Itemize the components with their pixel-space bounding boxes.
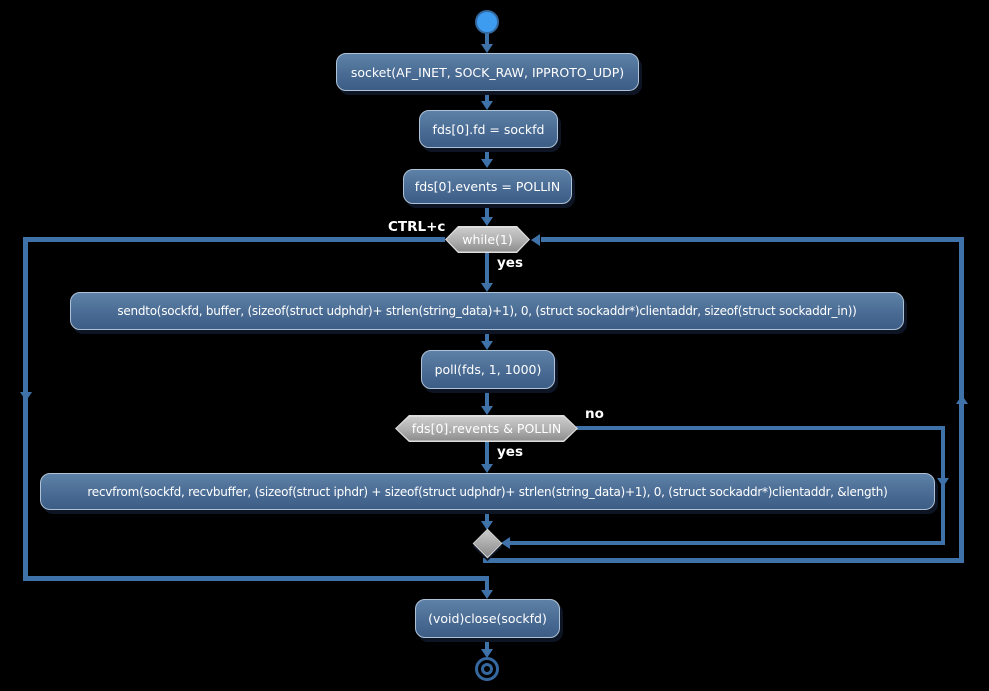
activity-close: (void)close(sockfd) bbox=[415, 599, 560, 638]
edge-no-top bbox=[576, 426, 945, 430]
activity-fd-assign: fds[0].fd = sockfd bbox=[419, 110, 558, 148]
arrowhead-into-revents bbox=[481, 406, 493, 415]
edge-loopback-bottom bbox=[483, 558, 964, 563]
edge-loopback-top bbox=[541, 237, 964, 242]
edge-close-end bbox=[485, 636, 489, 649]
start-node bbox=[475, 10, 499, 34]
decision-revents: fds[0].revents & POLLIN bbox=[395, 415, 578, 442]
edge-revents-recvfrom bbox=[485, 441, 489, 464]
arrowhead-into-events bbox=[481, 159, 493, 168]
edge-socket-fd bbox=[485, 89, 489, 101]
activity-close-label: (void)close(sockfd) bbox=[428, 611, 547, 626]
label-yes-while: yes bbox=[497, 255, 523, 271]
activity-sendto: sendto(sockfd, buffer, (sizeof(struct ud… bbox=[70, 292, 904, 330]
activity-recvfrom-label: recvfrom(sockfd, recvbuffer, (sizeof(str… bbox=[87, 484, 888, 499]
edge-sendto-poll bbox=[485, 328, 489, 341]
arrowhead-into-merge bbox=[481, 521, 493, 530]
arrowhead-exit-down bbox=[20, 392, 32, 401]
arrowhead-no-down bbox=[937, 478, 949, 487]
arrowhead-into-socket bbox=[481, 44, 493, 53]
edge-events-while bbox=[485, 202, 489, 217]
activity-socket-label: socket(AF_INET, SOCK_RAW, IPPROTO_UDP) bbox=[350, 64, 625, 80]
decision-revents-fill bbox=[397, 417, 577, 441]
activity-socket: socket(AF_INET, SOCK_RAW, IPPROTO_UDP) bbox=[336, 53, 639, 91]
edge-exit-left bbox=[23, 237, 28, 581]
arrowhead-into-while bbox=[481, 217, 493, 226]
decision-revents-label: fds[0].revents & POLLIN bbox=[411, 421, 562, 436]
arrowhead-into-sendto bbox=[481, 283, 493, 292]
activity-poll-label: poll(fds, 1, 1000) bbox=[434, 362, 542, 377]
edge-fd-events bbox=[485, 146, 489, 159]
while-condition-fill bbox=[447, 228, 529, 252]
arrowhead-into-poll bbox=[481, 341, 493, 350]
activity-poll: poll(fds, 1, 1000) bbox=[421, 350, 555, 389]
while-condition: while(1) bbox=[445, 226, 530, 253]
arrowhead-into-fd bbox=[481, 101, 493, 110]
label-ctrl-c: CTRL+c bbox=[388, 219, 446, 235]
label-yes-revents: yes bbox=[497, 444, 523, 460]
edge-exit-top bbox=[23, 237, 445, 242]
arrowhead-into-close bbox=[481, 590, 493, 599]
edge-poll-revents bbox=[485, 387, 489, 406]
arrowhead-into-while-right bbox=[531, 234, 540, 246]
edge-no-bottom bbox=[510, 541, 945, 545]
edge-start-socket bbox=[485, 31, 489, 45]
arrowhead-into-recvfrom bbox=[481, 464, 493, 473]
edge-recvfrom-merge bbox=[485, 508, 489, 521]
activity-events-assign-label: fds[0].events = POLLIN bbox=[414, 179, 561, 194]
label-no-revents: no bbox=[585, 406, 604, 422]
arrowhead-into-end bbox=[481, 649, 493, 658]
activity-events-assign: fds[0].events = POLLIN bbox=[403, 169, 572, 204]
activity-fd-assign-label: fds[0].fd = sockfd bbox=[432, 121, 545, 137]
edge-exit-bottom bbox=[23, 576, 489, 581]
end-node bbox=[475, 657, 499, 681]
merge-diamond bbox=[472, 528, 503, 559]
arrowhead-into-merge-right bbox=[501, 537, 510, 549]
activity-sendto-label: sendto(sockfd, buffer, (sizeof(struct ud… bbox=[117, 304, 857, 318]
while-condition-label: while(1) bbox=[462, 232, 513, 247]
edge-exit-into-close bbox=[485, 576, 489, 590]
end-node-inner-ring bbox=[481, 663, 493, 675]
edge-while-sendto bbox=[485, 253, 489, 283]
arrowhead-loopback-up bbox=[956, 395, 968, 404]
activity-recvfrom: recvfrom(sockfd, recvbuffer, (sizeof(str… bbox=[40, 473, 935, 510]
